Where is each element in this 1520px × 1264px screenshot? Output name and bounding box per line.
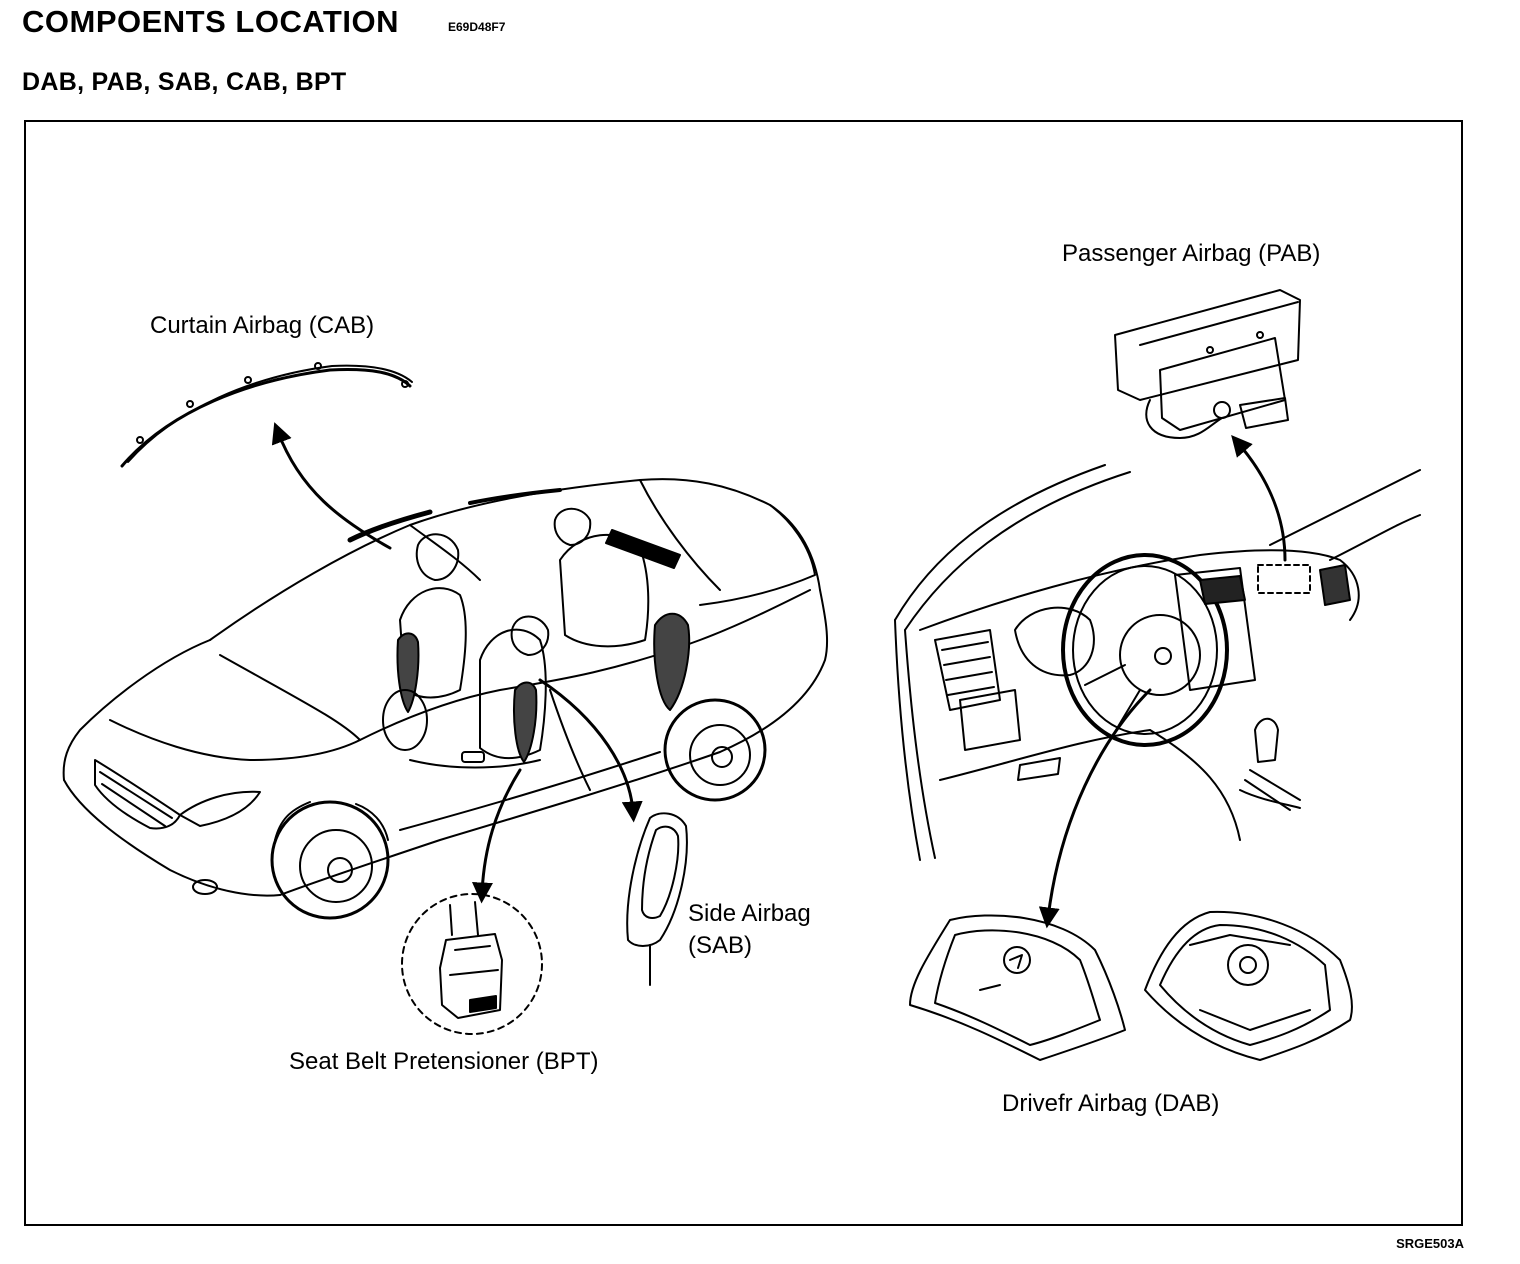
label-curtain-airbag: Curtain Airbag (CAB) [150, 312, 375, 339]
label-driver-airbag: Drivefr Airbag (DAB) [1002, 1090, 1220, 1117]
passenger-airbag-illustration [1114, 289, 1301, 439]
driver-airbag-illustration [909, 910, 1353, 1061]
label-side-airbag: Side Airbag [688, 900, 811, 927]
sedan-car-illustration [62, 478, 829, 920]
label-seat-belt-pretensioner: Seat Belt Pretensioner (BPT) [289, 1048, 599, 1075]
arrow-to-pab [1231, 435, 1287, 562]
document-code: E69D48F7 [448, 20, 506, 34]
pointer-arrows [271, 422, 1287, 929]
arrow-to-cab [271, 422, 392, 550]
page-title: COMPOENTS LOCATION [22, 4, 399, 39]
figure-code: SRGE503A [1396, 1236, 1464, 1251]
page-subtitle: DAB, PAB, SAB, CAB, BPT [22, 68, 347, 96]
seat-belt-pretensioner-illustration [401, 893, 543, 1035]
label-side-airbag-abbrev: (SAB) [688, 932, 753, 959]
curtain-airbag-illustration [120, 362, 413, 468]
dashboard-illustration [894, 464, 1421, 861]
arrow-to-bpt [472, 768, 522, 904]
arrow-to-dab [1038, 688, 1152, 929]
arrow-to-sab [538, 678, 643, 823]
label-passenger-airbag: Passenger Airbag (PAB) [1062, 240, 1321, 267]
side-airbag-illustration [626, 812, 688, 986]
diagram-frame [24, 120, 1463, 1226]
